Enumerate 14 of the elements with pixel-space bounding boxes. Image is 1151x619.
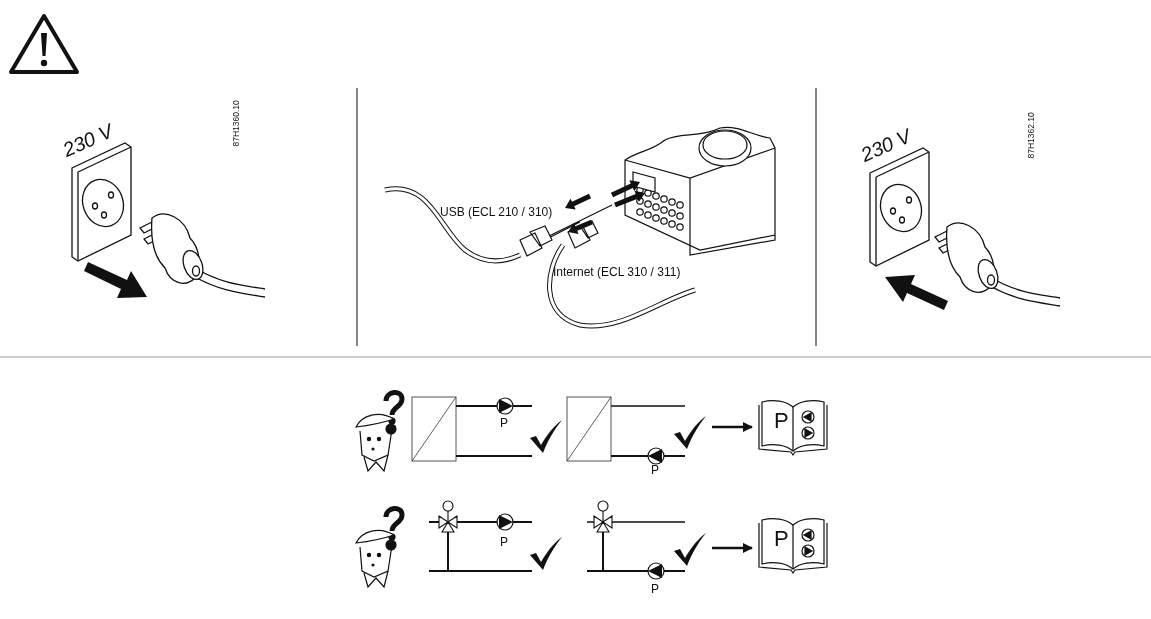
cable-label: Internet (ECL 310 / 311) — [553, 266, 681, 278]
arrow — [712, 422, 753, 432]
cable-label: USB (ECL 210 / 310) — [440, 206, 553, 218]
pump-label: P — [651, 464, 659, 476]
book-label: P — [774, 528, 789, 550]
arrow — [712, 543, 753, 553]
pump-label: P — [500, 417, 508, 429]
pump-label: P — [500, 536, 508, 548]
voltage-label: 230 V — [857, 125, 914, 165]
drawing-number: 87H1360.10 — [231, 100, 240, 147]
voltage-label: 230 V — [59, 120, 116, 160]
book-label: P — [774, 410, 789, 432]
drawing-number: 87H1362.10 — [1026, 112, 1035, 159]
pump-label: P — [651, 583, 659, 595]
